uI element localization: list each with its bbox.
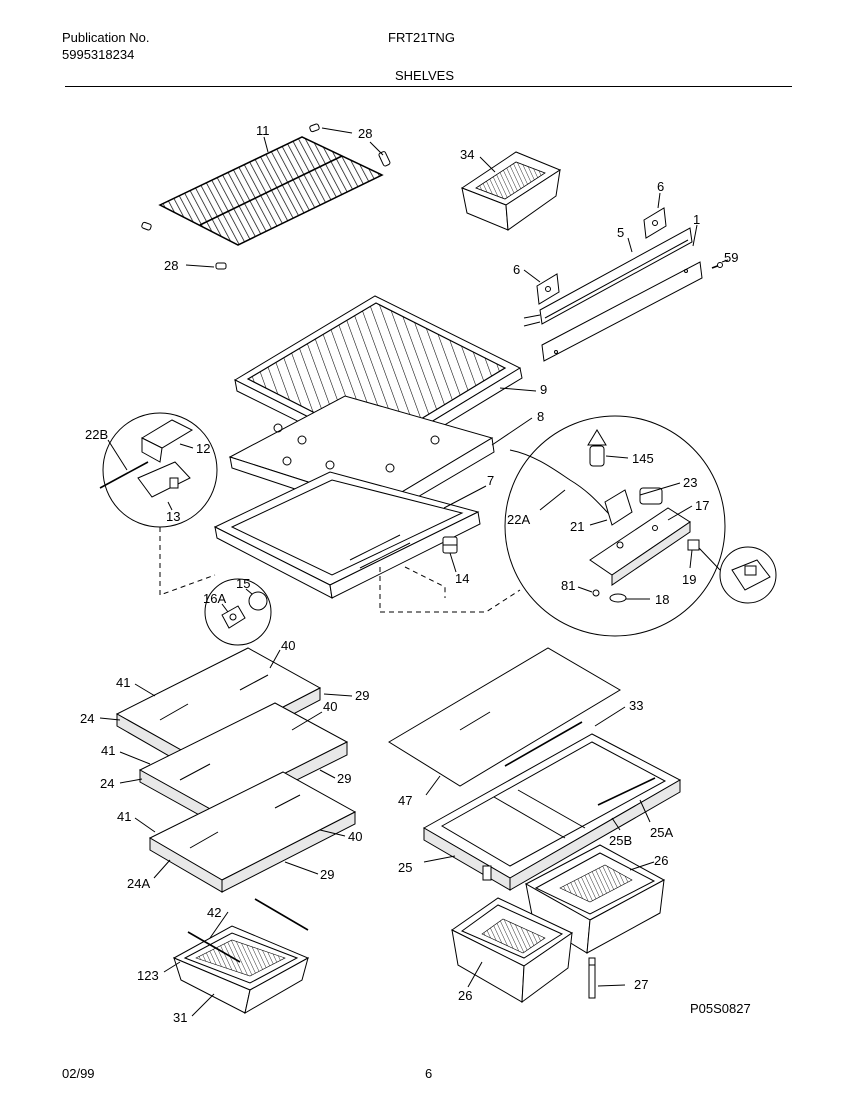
publication-number: 5995318234 <box>62 47 135 62</box>
publication-label: Publication No. <box>62 30 150 45</box>
footer-date: 02/99 <box>62 1066 95 1081</box>
callout-145: 145 <box>632 451 654 466</box>
callout-25: 25 <box>398 860 412 875</box>
callout-17: 17 <box>695 498 709 513</box>
drawing-code: P05S0827 <box>690 1001 751 1016</box>
callout-40: 40 <box>323 699 337 714</box>
callout-34: 34 <box>460 147 474 162</box>
callout-14: 14 <box>455 571 469 586</box>
callout-1: 1 <box>693 212 700 227</box>
callout-81: 81 <box>561 578 575 593</box>
callout-22B: 22B <box>85 427 108 442</box>
callout-27: 27 <box>634 977 648 992</box>
thermostat-knob <box>442 536 458 554</box>
callout-41: 41 <box>117 809 131 824</box>
callout-12: 12 <box>196 441 210 456</box>
header-rule <box>65 86 792 87</box>
screw <box>711 262 723 269</box>
crisper-cover-glass <box>388 647 621 787</box>
callout-33: 33 <box>629 698 643 713</box>
callout-16A: 16A <box>203 591 226 606</box>
callout-13: 13 <box>166 509 180 524</box>
callout-47: 47 <box>398 793 412 808</box>
callout-21: 21 <box>570 519 584 534</box>
callout-6: 6 <box>513 262 520 277</box>
model-number: FRT21TNG <box>388 30 455 45</box>
callout-40: 40 <box>281 638 295 653</box>
callout-24: 24 <box>80 711 94 726</box>
wire-shelf <box>158 136 384 246</box>
callout-26: 26 <box>654 853 668 868</box>
callout-42: 42 <box>207 905 221 920</box>
callout-41: 41 <box>116 675 130 690</box>
callout-28: 28 <box>164 258 178 273</box>
callout-40: 40 <box>348 829 362 844</box>
callout-11: 11 <box>256 123 270 138</box>
callout-7: 7 <box>487 473 494 488</box>
callout-23: 23 <box>683 475 697 490</box>
section-title: SHELVES <box>395 68 455 83</box>
page-number: 6 <box>425 1066 433 1081</box>
shelf-rail <box>523 227 703 362</box>
switch-detail <box>719 546 777 604</box>
crisper-frame <box>422 721 682 891</box>
utility-bin <box>460 151 562 231</box>
callout-29: 29 <box>320 867 334 882</box>
drawer-stop <box>588 957 596 999</box>
callout-59: 59 <box>724 250 738 265</box>
callout-5: 5 <box>617 225 624 240</box>
callout-24A: 24A <box>127 876 150 891</box>
meat-pan <box>172 898 310 1014</box>
callout-22A: 22A <box>507 512 530 527</box>
callout-29: 29 <box>337 771 351 786</box>
control-cover <box>213 471 481 599</box>
callout-19: 19 <box>682 572 696 587</box>
callout-8: 8 <box>537 409 544 424</box>
crisper-drawer-right <box>524 844 666 954</box>
shelf-end-caps <box>141 123 391 270</box>
callout-41: 41 <box>101 743 115 758</box>
shelf-supports <box>536 207 667 305</box>
callout-9: 9 <box>540 382 547 397</box>
callout-24: 24 <box>100 776 114 791</box>
control-detail <box>504 415 726 637</box>
callout-6: 6 <box>657 179 664 194</box>
damper-detail <box>99 412 218 528</box>
callout-26: 26 <box>458 988 472 1003</box>
callout-15: 15 <box>236 576 250 591</box>
light-socket-detail <box>204 578 272 646</box>
callout-25B: 25B <box>609 833 632 848</box>
glass-shelf-bottom <box>148 771 357 893</box>
callout-29: 29 <box>355 688 369 703</box>
callout-28: 28 <box>358 126 372 141</box>
callout-25A: 25A <box>650 825 673 840</box>
callout-18: 18 <box>655 592 669 607</box>
callout-123: 123 <box>137 968 159 983</box>
callout-31: 31 <box>173 1010 187 1025</box>
crisper-drawer-left <box>451 897 573 1004</box>
